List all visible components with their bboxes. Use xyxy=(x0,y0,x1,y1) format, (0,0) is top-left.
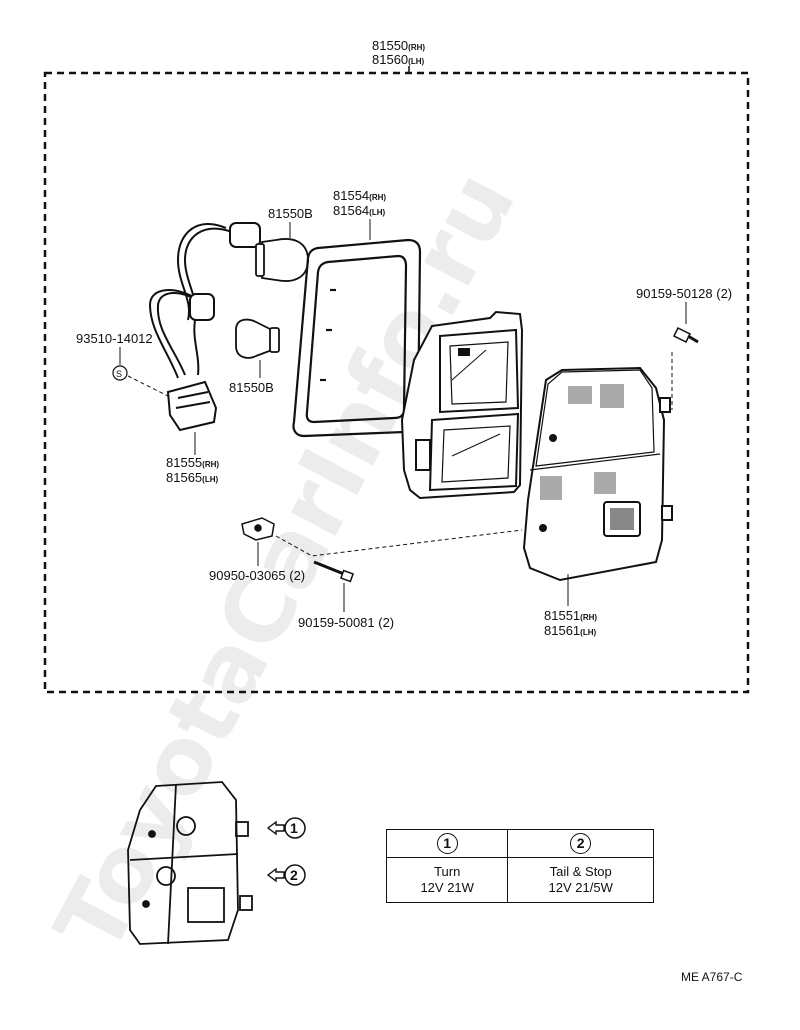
table-cell-tail-stop: Tail & Stop 12V 21/5W xyxy=(507,857,654,903)
lamp-schematic xyxy=(127,781,253,945)
assembly-boundary xyxy=(43,71,750,694)
screw-bottom-label: 90159-50081 (2) xyxy=(298,615,394,630)
callout-2: 2 xyxy=(266,864,306,886)
svg-text:S: S xyxy=(116,369,122,379)
lamp-housing xyxy=(400,310,524,500)
tail-lens xyxy=(522,366,673,582)
diagram-code: ME A767-C xyxy=(681,970,743,984)
svg-text:1: 1 xyxy=(290,820,298,836)
table-header-2: 2 xyxy=(507,829,654,858)
gasket-label-lh: 81564(LH) xyxy=(333,203,385,218)
socket-wire-harness xyxy=(148,222,261,432)
lens-label-lh: 81561(LH) xyxy=(544,623,596,638)
lens-label-rh: 81551(RH) xyxy=(544,608,597,623)
socket-clip-symbol xyxy=(112,365,128,381)
bulb-bottom-label: 81550B xyxy=(229,380,274,395)
svg-text:81550(RH): 81550(RH) xyxy=(372,38,425,53)
assembly-label: 81550(RH) 81560(LH) xyxy=(372,38,425,67)
svg-text:81560(LH): 81560(LH) xyxy=(372,52,424,67)
nut xyxy=(241,517,275,541)
socket-clip-label: 93510-14012 xyxy=(76,331,153,346)
bulb-spec-table: 1 2 Turn 12V 21W Tail & Stop 12V 21/5W xyxy=(385,829,654,903)
table-cell-turn: Turn 12V 21W xyxy=(385,857,509,903)
callout-1: 1 xyxy=(266,817,306,839)
socket-wire-label-rh: 81555(RH) xyxy=(166,455,219,470)
svg-text:2: 2 xyxy=(290,867,298,883)
screw-bottom xyxy=(313,560,355,583)
bulb-top xyxy=(255,238,309,282)
nut-label: 90950-03065 (2) xyxy=(209,568,305,583)
screw-top-label: 90159-50128 (2) xyxy=(636,286,732,301)
gasket-label-rh: 81554(RH) xyxy=(333,188,386,203)
bulb-top-label: 81550B xyxy=(268,206,313,221)
screw-top xyxy=(672,326,699,344)
table-header-1: 1 xyxy=(385,829,509,858)
bulb-bottom xyxy=(235,318,280,359)
socket-wire-label-lh: 81565(LH) xyxy=(166,470,218,485)
